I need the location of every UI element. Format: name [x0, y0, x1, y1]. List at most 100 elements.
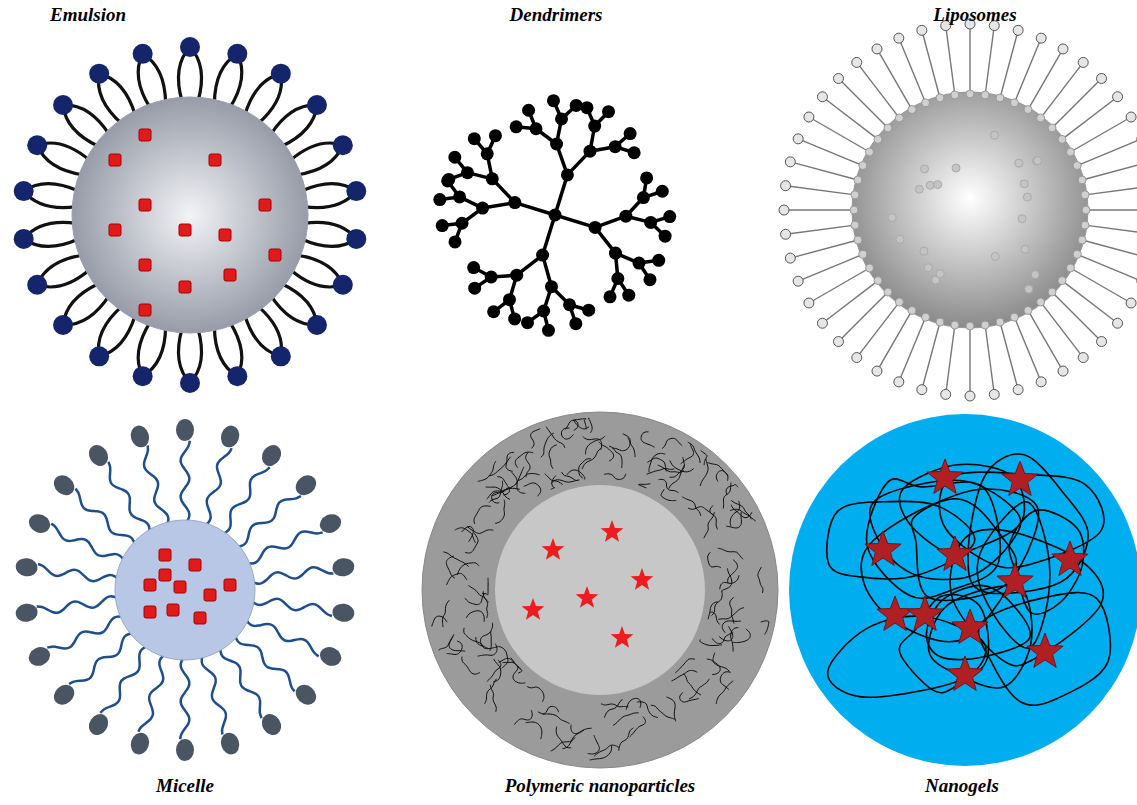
micelle-head: [85, 710, 112, 738]
dendrimer-node: [637, 191, 650, 204]
dendrimer-node: [485, 271, 498, 284]
surfactant-head: [346, 181, 366, 201]
surface-dot: [981, 91, 989, 99]
surface-dot: [874, 277, 882, 285]
polymer-chain: [709, 602, 717, 614]
dendrimer-node: [442, 173, 455, 186]
micelle-tail: [47, 616, 125, 648]
drug-molecule: [542, 538, 565, 560]
dendrimer-node: [453, 190, 466, 203]
polymer-chain: [701, 451, 707, 466]
drug-molecule: [927, 459, 963, 493]
polymer-chain: [543, 714, 570, 724]
drug-molecule: [144, 579, 156, 591]
dendrimer-node: [584, 145, 597, 158]
drug-molecule: [259, 199, 271, 211]
lipid-tail: [1029, 52, 1061, 107]
dendrimer-node: [433, 193, 446, 206]
polymer-chain: [515, 452, 533, 468]
lipid-head: [804, 112, 814, 122]
polymer-chain: [516, 473, 540, 484]
lipid-tail: [1042, 66, 1081, 117]
dendrimer-node: [580, 101, 593, 114]
micelle-tail: [245, 531, 323, 563]
dendrimer-node: [542, 324, 555, 337]
inner-dot: [896, 235, 904, 243]
polymer-chain: [726, 485, 738, 495]
figure-label: Dendrimers: [510, 4, 603, 26]
dendrimer-node: [569, 317, 582, 330]
dendrimer-node: [461, 166, 474, 179]
surface-dot: [859, 162, 867, 170]
inner-dot: [952, 164, 960, 172]
micelle-tail: [181, 441, 190, 524]
inner-dot: [1015, 159, 1023, 167]
polymer-chain: [562, 472, 580, 481]
lipid-tail: [900, 42, 924, 101]
dendrimer-node: [563, 298, 576, 311]
dendrimer-node: [436, 219, 449, 232]
dendrimer-node: [640, 171, 653, 184]
surface-dot: [854, 176, 862, 184]
dendrimer-figure: [433, 94, 676, 337]
polymer-chain: [455, 528, 476, 543]
micelle-head: [85, 441, 112, 469]
drug-molecule: [224, 269, 236, 281]
surface-dot: [951, 321, 959, 329]
drug-molecule: [109, 224, 121, 236]
polymer-chain: [562, 730, 583, 749]
surface-dot: [895, 298, 903, 306]
lipid-head: [941, 389, 951, 399]
surface-dot: [1024, 306, 1032, 314]
polymer-chain: [683, 673, 701, 695]
lipid-head: [1113, 92, 1123, 102]
polymer-chain: [720, 672, 730, 690]
lipid-tail: [1072, 119, 1127, 151]
drug-molecule: [952, 609, 988, 643]
surfactant-head: [14, 229, 34, 249]
lipid-tail: [879, 312, 911, 367]
polymer-chain: [541, 433, 554, 457]
micelle-head: [128, 730, 151, 756]
inner-dot: [1018, 215, 1026, 223]
dendrimer-node: [468, 282, 481, 295]
lipid-tail: [1087, 186, 1137, 194]
micelle-head: [176, 419, 194, 441]
dendrimer-node: [508, 312, 521, 325]
lipid-head: [917, 25, 927, 35]
polymer-chain: [682, 497, 701, 516]
lipid-tail: [1079, 140, 1137, 164]
surface-dot: [1082, 206, 1090, 214]
drug-molecule: [947, 656, 983, 690]
lipid-tail: [794, 163, 856, 180]
surface-dot: [866, 148, 874, 156]
polymer-chain: [495, 500, 505, 524]
inner-dot: [915, 185, 923, 193]
polymer-chain: [704, 512, 714, 538]
polymer-chain: [551, 480, 577, 484]
polymer-chain: [619, 728, 634, 751]
dendrimer-node: [663, 210, 676, 223]
drug-molecule: [219, 229, 231, 241]
micelle-tail: [204, 448, 232, 526]
micelle-head: [218, 730, 241, 756]
lipid-head: [894, 33, 904, 43]
drug-molecule: [209, 154, 221, 166]
polymer-chain: [670, 457, 685, 477]
polymer-chain: [526, 722, 542, 739]
dendrimer-node: [632, 257, 645, 270]
polymer-chain: [498, 646, 508, 668]
polymer-chain: [604, 700, 622, 718]
surface-dot: [874, 135, 882, 143]
polymer-chain: [567, 470, 585, 479]
polymer-chain: [647, 458, 666, 471]
drug-molecule: [174, 581, 186, 593]
micelle-head: [258, 710, 285, 738]
lipid-tail: [985, 30, 993, 93]
polymer-chain: [457, 563, 479, 575]
polymer-chain: [446, 556, 454, 578]
surface-dot: [922, 99, 930, 107]
lipid-tail: [1072, 269, 1127, 301]
dendrimer-node: [547, 94, 560, 107]
surface-dot: [895, 114, 903, 122]
